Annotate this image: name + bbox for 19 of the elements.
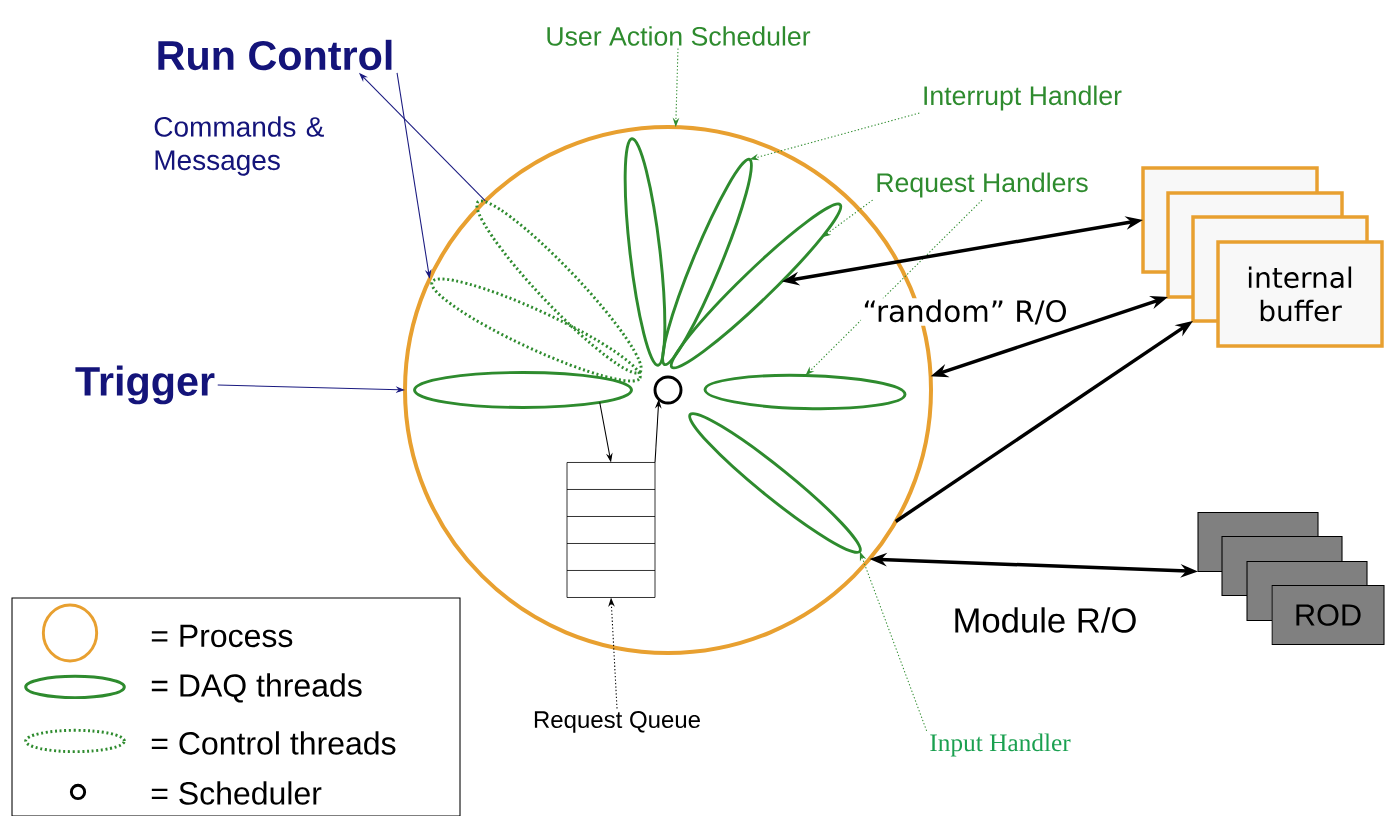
thread-label: Input Handler xyxy=(930,733,1071,757)
scheduler-circle xyxy=(653,375,683,405)
edge-label: “random” R/O xyxy=(861,298,1069,326)
thread-ellipse xyxy=(413,371,633,409)
buffer-box: internal buffer xyxy=(1216,240,1384,348)
legend-item: = DAQ threads xyxy=(24,673,362,703)
thread-label: User Action Scheduler xyxy=(547,26,811,46)
queue-box xyxy=(566,462,656,598)
legend-item: = Scheduler xyxy=(69,781,322,805)
annotation-text: Commands & Messages xyxy=(154,116,324,176)
legend-item: = Process xyxy=(41,603,293,663)
queue-label: Request Queue xyxy=(534,711,700,733)
thread-label: Request Handlers xyxy=(877,172,1088,198)
edge-label: Module R/O xyxy=(951,605,1139,635)
thread-label: Interrupt Handler xyxy=(924,85,1122,111)
component-label: Run Control xyxy=(158,39,392,71)
component-label: Trigger xyxy=(75,365,215,405)
rod-box: ROD xyxy=(1271,584,1385,645)
legend-item: = Control threads xyxy=(24,728,396,755)
